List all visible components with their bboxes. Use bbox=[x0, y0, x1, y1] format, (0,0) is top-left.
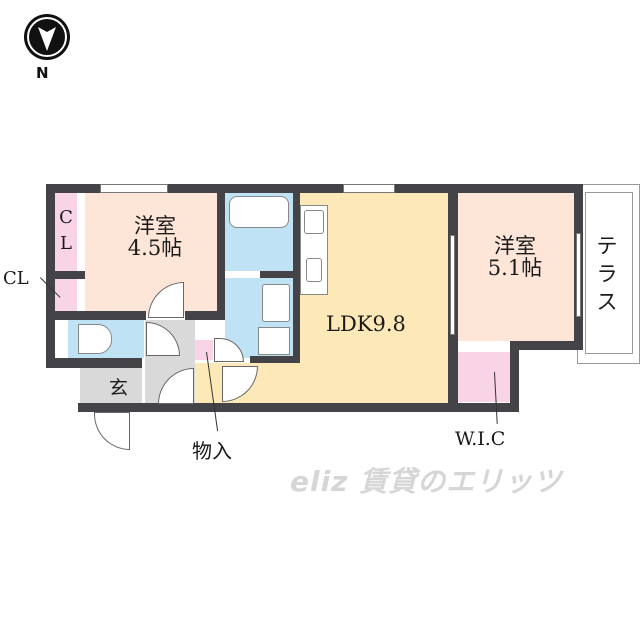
western-room-1-name: 洋室 bbox=[134, 214, 176, 238]
north-arrow-icon bbox=[24, 14, 70, 60]
sink-icon bbox=[306, 258, 322, 282]
wall-room2-bottom bbox=[510, 341, 583, 350]
wall-closet-divider bbox=[55, 271, 85, 279]
storage-label: 物入 bbox=[192, 439, 232, 463]
washing-machine-icon bbox=[258, 327, 290, 355]
watermark-logo: eliz 賃貸のエリッツ bbox=[290, 465, 563, 498]
stove-icon bbox=[304, 210, 324, 234]
compass-ring bbox=[27, 17, 67, 57]
storage bbox=[195, 340, 213, 360]
wash-basin-icon bbox=[262, 284, 290, 322]
western-room-2 bbox=[458, 193, 574, 341]
door-entrance bbox=[94, 412, 130, 450]
terrace-inner bbox=[585, 192, 633, 354]
closet-inner bbox=[55, 193, 77, 271]
bathtub-icon bbox=[229, 196, 289, 228]
western-room-2-name: 洋室 bbox=[494, 234, 536, 258]
western-room-1-size: 4.5帖 bbox=[127, 236, 183, 261]
wall-top-left bbox=[46, 184, 100, 193]
wall-bath-right bbox=[293, 184, 300, 362]
western-room-2-label: 洋室 5.1帖 bbox=[470, 235, 560, 279]
walk-in-closet bbox=[458, 352, 510, 402]
wall-bath-bottom bbox=[260, 271, 298, 278]
western-room-1 bbox=[85, 193, 217, 315]
wall-toilet-bottom bbox=[46, 358, 142, 368]
entrance bbox=[80, 368, 142, 405]
wall-wash-bottom bbox=[250, 356, 300, 363]
western-room-1-label: 洋室 4.5帖 bbox=[110, 215, 200, 259]
compass-north-label: N bbox=[36, 64, 49, 82]
closet-outer-label: CL bbox=[3, 268, 29, 289]
wic-label: W.I.C bbox=[455, 428, 506, 450]
window-ldk bbox=[343, 184, 395, 193]
closet-outer bbox=[55, 279, 77, 311]
entrance-label: 玄 bbox=[109, 377, 129, 399]
terrace-label: テラス bbox=[596, 234, 618, 314]
wall-top-mid bbox=[168, 184, 343, 193]
western-room-2-size: 5.1帖 bbox=[487, 256, 543, 281]
wall-top-right bbox=[395, 184, 583, 193]
window-room2-terrace bbox=[576, 233, 581, 317]
wall-bottom bbox=[78, 403, 518, 412]
wall-room1-right bbox=[217, 184, 225, 320]
wall-wic-right bbox=[510, 341, 519, 412]
wall-left bbox=[46, 184, 55, 368]
toilet-icon bbox=[78, 324, 112, 354]
sliding-door-ldk-room2 bbox=[450, 235, 455, 335]
ldk-label: LDK9.8 bbox=[326, 312, 406, 336]
wall-room1-bottom bbox=[46, 311, 146, 320]
closet-inner-label: CL bbox=[59, 207, 73, 254]
window-room1 bbox=[100, 184, 168, 193]
wall-room1-bottom-right bbox=[185, 311, 225, 320]
compass-arrow-icon bbox=[38, 27, 56, 51]
